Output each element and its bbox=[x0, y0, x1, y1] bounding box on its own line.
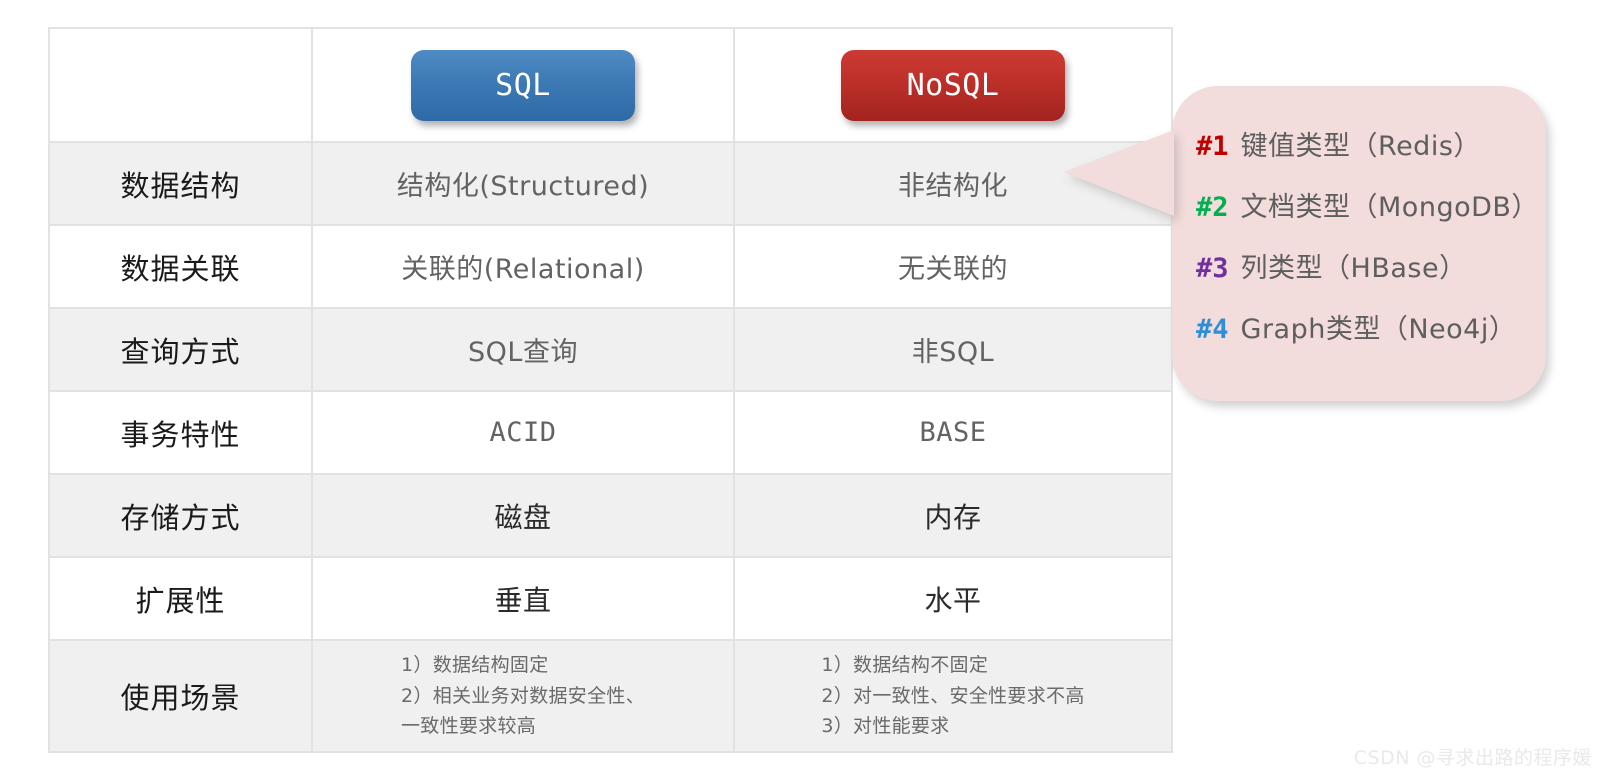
cell-nosql-use-case: 1）数据结构不固定 2）对一致性、安全性要求不高 3）对性能要求 bbox=[735, 641, 1173, 753]
row-label-query-method: 查询方式 bbox=[48, 309, 313, 392]
table-header-row: SQL NoSQL bbox=[48, 27, 1173, 143]
nosql-use-case-list: 1）数据结构不固定 2）对一致性、安全性要求不高 3）对性能要求 bbox=[821, 650, 1084, 742]
sql-pill-badge: SQL bbox=[411, 49, 635, 121]
cell-sql-data-structure: 结构化(Structured) bbox=[313, 143, 735, 226]
callout-label-1: 键值类型（Redis） bbox=[1240, 131, 1481, 162]
callout-tail-icon bbox=[1064, 130, 1174, 216]
cell-sql-query-method: SQL查询 bbox=[313, 309, 735, 392]
cell-nosql-data-relation: 无关联的 bbox=[735, 226, 1173, 309]
nosql-pill-badge: NoSQL bbox=[841, 49, 1065, 121]
callout-item-1: #1 键值类型（Redis） bbox=[1172, 124, 1546, 185]
cell-sql-scalability: 垂直 bbox=[313, 558, 735, 641]
table-row: 存储方式 磁盘 内存 bbox=[48, 475, 1173, 558]
cell-nosql-query-method: 非SQL bbox=[735, 309, 1173, 392]
cell-sql-storage: 磁盘 bbox=[313, 475, 735, 558]
row-label-storage: 存储方式 bbox=[48, 475, 313, 558]
csdn-watermark: CSDN @寻求出路的程序媛 bbox=[1353, 747, 1592, 769]
callout-label-3: 列类型（HBase） bbox=[1240, 253, 1467, 284]
table-row: 扩展性 垂直 水平 bbox=[48, 558, 1173, 641]
callout-item-4: #4 Graph类型（Neo4j） bbox=[1172, 307, 1546, 368]
row-label-scalability: 扩展性 bbox=[48, 558, 313, 641]
list-item: 1）数据结构固定 bbox=[401, 653, 549, 676]
callout-marker-4: #4 bbox=[1196, 314, 1229, 345]
list-item: 2）对一致性、安全性要求不高 bbox=[821, 684, 1085, 707]
cell-sql-use-case: 1）数据结构固定 2）相关业务对数据安全性、 一致性要求较高 bbox=[313, 641, 735, 753]
list-item: 3）对性能要求 bbox=[821, 715, 950, 738]
callout-label-2: 文档类型（MongoDB） bbox=[1240, 192, 1539, 223]
callout-marker-2: #2 bbox=[1196, 192, 1229, 223]
table-row: 事务特性 ACID BASE bbox=[48, 392, 1173, 475]
sql-vs-nosql-comparison-table: SQL NoSQL 数据结构 结构化(Structured) 非结构化 数据关联… bbox=[48, 27, 1173, 753]
table-row: 查询方式 SQL查询 非SQL bbox=[48, 309, 1173, 392]
row-label-data-relation: 数据关联 bbox=[48, 226, 313, 309]
header-cell-nosql: NoSQL bbox=[735, 27, 1173, 143]
callout-item-3: #3 列类型（HBase） bbox=[1172, 246, 1546, 307]
table-row: 数据结构 结构化(Structured) 非结构化 bbox=[48, 143, 1173, 226]
row-label-use-case: 使用场景 bbox=[48, 641, 313, 753]
callout-item-2: #2 文档类型（MongoDB） bbox=[1172, 185, 1546, 246]
table-row: 使用场景 1）数据结构固定 2）相关业务对数据安全性、 一致性要求较高 1）数据… bbox=[48, 641, 1173, 753]
callout-label-4: Graph类型（Neo4j） bbox=[1240, 314, 1517, 345]
cell-nosql-transaction: BASE bbox=[735, 392, 1173, 475]
header-cell-blank bbox=[48, 27, 313, 143]
cell-nosql-storage: 内存 bbox=[735, 475, 1173, 558]
header-cell-sql: SQL bbox=[313, 27, 735, 143]
row-label-transaction: 事务特性 bbox=[48, 392, 313, 475]
row-label-data-structure: 数据结构 bbox=[48, 143, 313, 226]
nosql-types-callout: #1 键值类型（Redis） #2 文档类型（MongoDB） #3 列类型（H… bbox=[1064, 86, 1546, 401]
table-row: 数据关联 关联的(Relational) 无关联的 bbox=[48, 226, 1173, 309]
cell-sql-data-relation: 关联的(Relational) bbox=[313, 226, 735, 309]
sql-use-case-list: 1）数据结构固定 2）相关业务对数据安全性、 一致性要求较高 bbox=[401, 650, 645, 742]
callout-marker-1: #1 bbox=[1196, 131, 1229, 162]
list-item: 2）相关业务对数据安全性、 bbox=[401, 684, 645, 707]
list-item: 1）数据结构不固定 bbox=[821, 653, 989, 676]
cell-sql-transaction: ACID bbox=[313, 392, 735, 475]
cell-nosql-scalability: 水平 bbox=[735, 558, 1173, 641]
callout-marker-3: #3 bbox=[1196, 253, 1229, 284]
list-item: 一致性要求较高 bbox=[401, 715, 537, 738]
